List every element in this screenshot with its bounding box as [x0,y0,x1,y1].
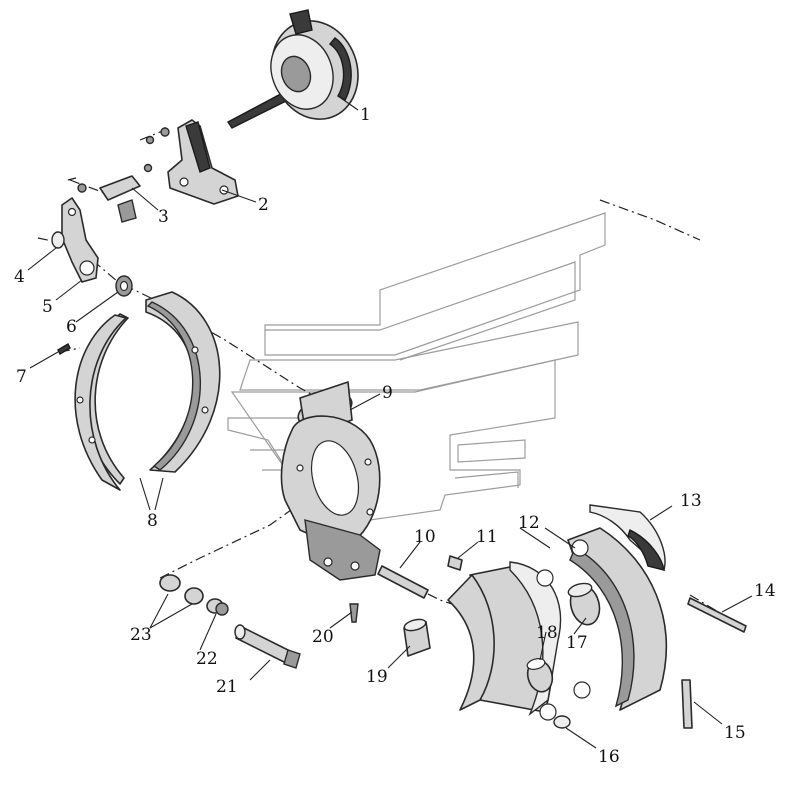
part-22-washers [206,598,229,616]
callout-13: 13 [680,491,702,511]
part-8-dust-shields [74,291,221,491]
callout-12: 12 [518,513,540,533]
callout-16: 16 [598,747,620,767]
callout-2: 2 [258,195,269,215]
part-7-bolt [57,343,71,355]
part-13-lining [589,504,666,572]
part-23-bushings [159,574,204,605]
part-18-roller [526,658,554,693]
callout-7: 7 [16,367,27,387]
leader-lines [27,95,753,749]
callout-17: 17 [566,633,588,653]
callout-4: 4 [14,267,25,287]
callout-18: 18 [536,623,558,643]
callout-8: 8 [147,511,158,531]
callout-1: 1 [360,105,371,125]
callout-21: 21 [216,677,238,697]
part-14-rod [687,597,747,633]
part-15-spring [681,679,693,729]
assembly-axes [37,127,746,629]
callout-10: 10 [414,527,436,547]
callout-20: 20 [312,627,334,647]
callout-22: 22 [196,649,218,669]
part-19-bushing [403,618,431,657]
callout-14: 14 [754,581,776,601]
callout-19: 19 [366,667,388,687]
part-12-brake-shoes [447,527,668,721]
part-11-small-pin [447,555,463,571]
part-2-bracket [143,119,239,205]
callout-9: 9 [382,383,393,403]
part-21-camshaft [234,624,301,669]
part-16-clip [553,715,571,729]
part-5-slack-adjuster [51,197,99,283]
part-6-washer [115,275,133,297]
callout-23: 23 [130,625,152,645]
part-9-spider [280,381,381,581]
callout-labels: 1 2 3 4 5 6 7 8 9 10 11 12 13 14 15 16 1… [14,105,776,767]
callout-6: 6 [66,317,77,337]
part-10-pin [377,565,429,599]
part-1-brake-chamber [226,9,359,129]
callout-5: 5 [42,297,53,317]
part-3-clevis [67,175,141,223]
callout-11: 11 [476,527,498,547]
callout-15: 15 [724,723,746,743]
callout-3: 3 [158,207,169,227]
part-17-roller [567,582,601,626]
part-20-bolt [349,603,359,623]
